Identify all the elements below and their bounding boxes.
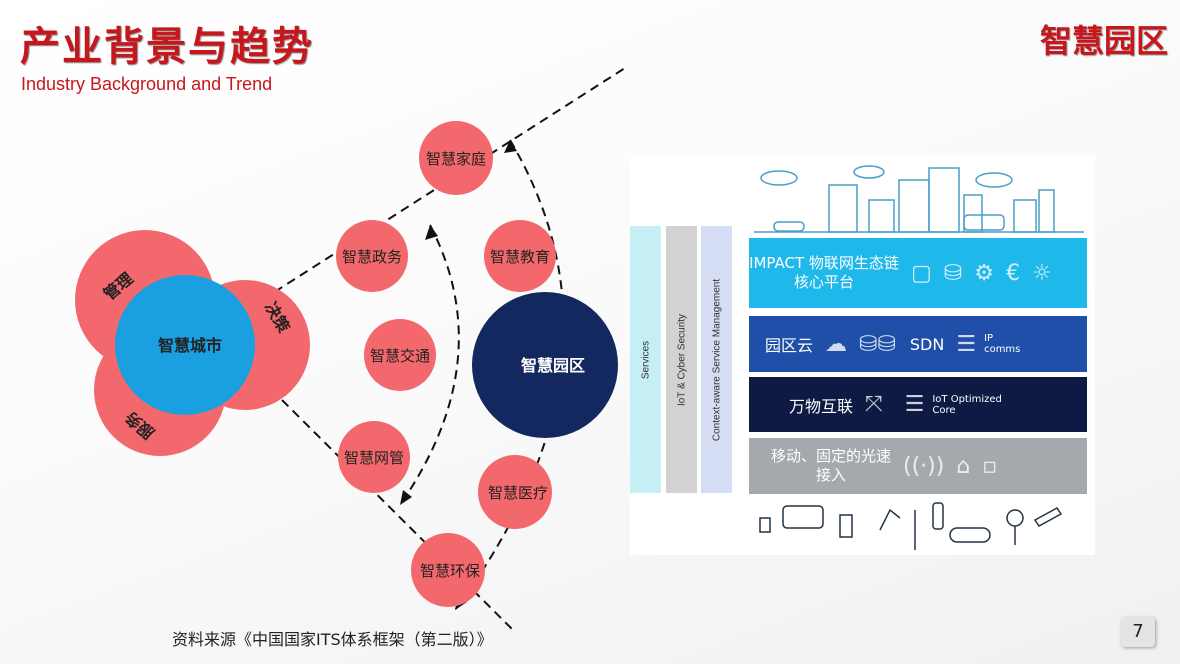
node-smart-government	[336, 220, 408, 292]
page-title: 产业背景与趋势	[20, 24, 314, 70]
services-label: Services	[640, 340, 651, 379]
smart-city-label: 智慧城市	[158, 336, 222, 355]
smart-city-diagram: 智慧城市 管理 决策 服务 智慧家庭 智慧政务 智慧教育 智慧交通 智慧园区 智…	[75, 67, 626, 633]
node-smart-park	[472, 292, 618, 438]
database-icon: ⛁	[943, 260, 963, 286]
layer-impact-platform: IMPACT 物联网生态链核心平台 ▢ ⛁ ⚙ € ☼	[749, 238, 1087, 308]
arrow-icon	[425, 225, 438, 240]
euro-icon: €	[1005, 260, 1020, 286]
antenna-icon: ((·))	[903, 453, 945, 479]
node-label: 智慧环保	[420, 562, 480, 580]
page-subtitle: Industry Background and Trend	[21, 74, 273, 94]
arrows-icon: ⤧	[865, 392, 883, 417]
circle-smart-city	[115, 275, 255, 415]
database-icon: ⛁⛁	[859, 331, 896, 357]
node-label: 智慧园区	[521, 356, 585, 375]
park-cloud-label: 园区云	[765, 336, 814, 355]
house-icon: ⌂	[956, 453, 971, 479]
iot-core-label: IoT Optimized Core	[932, 393, 1002, 416]
node-label: 智慧教育	[490, 248, 550, 266]
node-label: 智慧家庭	[426, 150, 486, 168]
layer-iot: 万物互联 ⤧ ☰ IoT Optimized Core	[749, 377, 1087, 432]
arrow-icon	[400, 490, 412, 505]
wifi-device-icon: ▫	[982, 453, 998, 479]
node-smart-medical	[478, 455, 552, 529]
outer-arc	[454, 139, 565, 611]
sdn-label: SDN	[909, 334, 945, 354]
node-label: 智慧医疗	[488, 484, 548, 502]
node-label: 智慧政务	[342, 248, 402, 266]
node-smart-education	[484, 220, 556, 292]
node-smart-traffic	[364, 319, 436, 391]
source-note: 资料来源《中国国家ITS体系框架（第二版）》	[172, 630, 493, 649]
security-label: IoT & Cyber Security	[676, 313, 687, 406]
node-smart-home	[419, 121, 493, 195]
lines-icon: ☰	[904, 392, 925, 417]
ip-comms-label: IP comms	[984, 333, 1021, 355]
service-management-label: Context-aware Service Management	[711, 278, 722, 441]
brand-label: 智慧园区	[1039, 22, 1168, 60]
node-label: 智慧交通	[370, 347, 430, 365]
iot-label: 万物互联	[789, 396, 854, 416]
arrow-icon	[504, 140, 517, 153]
city-skyline-illustration	[754, 165, 1084, 233]
access-label: 移动、固定的光速接入	[771, 447, 892, 484]
layer-access: 移动、固定的光速接入 ((·)) ⌂ ▫	[749, 438, 1087, 494]
wifi-device-icon: ▢	[911, 260, 932, 286]
page-number: 7	[1121, 617, 1155, 647]
node-smart-environment	[411, 533, 485, 607]
layer-park-cloud: 园区云 ☁ ⛁⛁ SDN ☰ IP comms	[749, 316, 1087, 372]
inner-arc	[399, 224, 460, 506]
node-smart-network	[338, 421, 410, 493]
server-icon: ☰	[956, 331, 977, 357]
service-management-bar: Context-aware Service Management	[701, 226, 732, 493]
services-bar: Services	[630, 226, 661, 493]
lightbulb-icon: ☼	[1031, 260, 1052, 286]
gear-icon: ⚙	[974, 260, 994, 286]
iot-architecture-panel: Services IoT & Cyber Security Context-aw…	[630, 155, 1095, 555]
security-bar: IoT & Cyber Security	[666, 226, 697, 493]
devices-illustration	[759, 502, 1063, 550]
impact-label: IMPACT 物联网生态链核心平台	[749, 254, 899, 291]
node-label: 智慧网管	[344, 449, 404, 467]
cloud-icon: ☁	[825, 331, 848, 357]
